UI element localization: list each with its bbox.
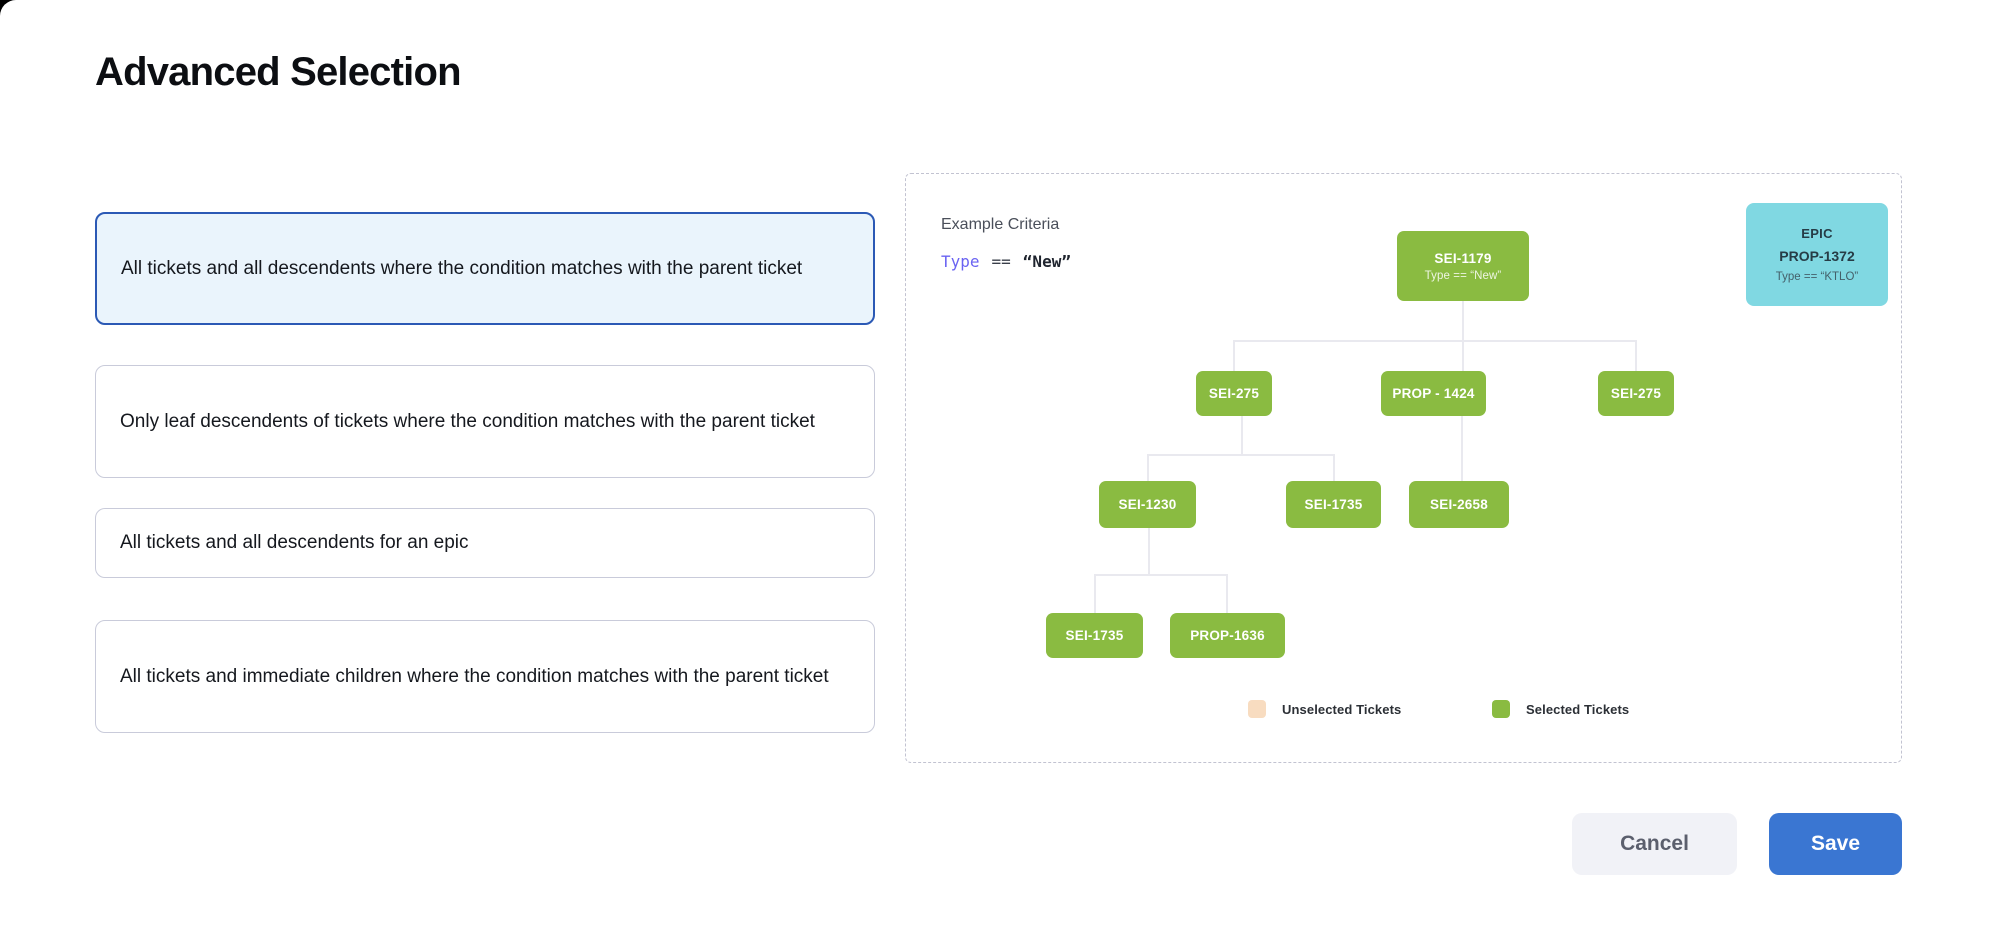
tree-connector <box>1147 454 1334 456</box>
tree-node-id: SEI-275 <box>1610 386 1662 401</box>
tree-connector <box>1462 340 1464 371</box>
tree-connector <box>1461 416 1463 481</box>
option-label: Only leaf descendents of tickets where t… <box>120 410 815 432</box>
legend-selected: Selected Tickets <box>1492 700 1629 718</box>
tree-connector <box>1094 574 1227 576</box>
epic-condition: Type == “KTLO” <box>1775 271 1859 283</box>
cancel-button[interactable]: Cancel <box>1572 813 1737 875</box>
example-preview-panel: Example Criteria Type == “New” EPIC PROP-1… <box>905 173 1902 763</box>
tree-node-id: SEI-2658 <box>1430 497 1488 512</box>
tree-node-root: SEI-1179 Type == “New” <box>1397 231 1529 301</box>
tree-connector <box>1233 340 1235 371</box>
tree-node: SEI-1735 <box>1286 481 1381 528</box>
save-button[interactable]: Save <box>1769 813 1902 875</box>
legend-label: Unselected Tickets <box>1282 701 1402 717</box>
unselected-swatch-icon <box>1248 700 1266 718</box>
option-immediate-children-condition[interactable]: All tickets and immediate children where… <box>95 620 875 733</box>
selected-swatch-icon <box>1492 700 1510 718</box>
tree-node-id: SEI-1230 <box>1118 497 1177 512</box>
option-all-descendents-epic[interactable]: All tickets and all descendents for an e… <box>95 508 875 578</box>
criteria-field: Type <box>941 252 980 271</box>
criteria-heading: Example Criteria <box>941 216 1060 233</box>
tree-node-id: SEI-1735 <box>1304 497 1363 512</box>
tree-node-id: PROP-1636 <box>1190 628 1265 643</box>
criteria-expression: Type == “New” <box>941 252 1071 271</box>
tree-node-id: SEI-275 <box>1208 386 1260 401</box>
legend-unselected: Unselected Tickets <box>1248 700 1401 718</box>
legend-label: Selected Tickets <box>1526 701 1630 717</box>
tree-node: SEI-1230 <box>1099 481 1196 528</box>
tree-node: SEI-2658 <box>1409 481 1509 528</box>
tree-node: SEI-1735 <box>1046 613 1143 658</box>
tree-node: SEI-275 <box>1598 371 1674 416</box>
epic-card: EPIC PROP-1372 Type == “KTLO” <box>1746 203 1888 306</box>
epic-id: PROP-1372 <box>1779 248 1855 264</box>
criteria-value: “New” <box>1022 252 1071 271</box>
tree-node-id: SEI-1735 <box>1065 628 1124 643</box>
option-label: All tickets and immediate children where… <box>120 665 829 687</box>
tree-connector <box>1226 574 1228 613</box>
tree-connector <box>1241 416 1243 454</box>
tree-connector <box>1333 454 1335 481</box>
option-label: All tickets and all descendents for an e… <box>120 532 469 553</box>
tree-connector <box>1148 528 1150 574</box>
option-leaf-descendents-condition[interactable]: Only leaf descendents of tickets where t… <box>95 365 875 478</box>
tree-connector <box>1462 301 1464 340</box>
tree-node-id: SEI-1179 <box>1434 250 1492 266</box>
tree-node-id: PROP - 1424 <box>1392 386 1475 401</box>
tree-connector <box>1233 340 1636 342</box>
tree-node: SEI-275 <box>1196 371 1272 416</box>
option-all-descendents-condition[interactable]: All tickets and all descendents where th… <box>95 212 875 325</box>
criteria-operator: == <box>991 252 1011 271</box>
page-title: Advanced Selection <box>95 50 462 94</box>
tree-connector <box>1635 340 1637 371</box>
epic-type-label: EPIC <box>1801 226 1833 241</box>
tree-node: PROP - 1424 <box>1381 371 1486 416</box>
tree-connector <box>1094 574 1096 613</box>
option-label: All tickets and all descendents where th… <box>121 257 803 279</box>
tree-node: PROP-1636 <box>1170 613 1285 658</box>
tree-node-condition: Type == “New” <box>1424 269 1502 282</box>
tree-connector <box>1147 454 1149 481</box>
